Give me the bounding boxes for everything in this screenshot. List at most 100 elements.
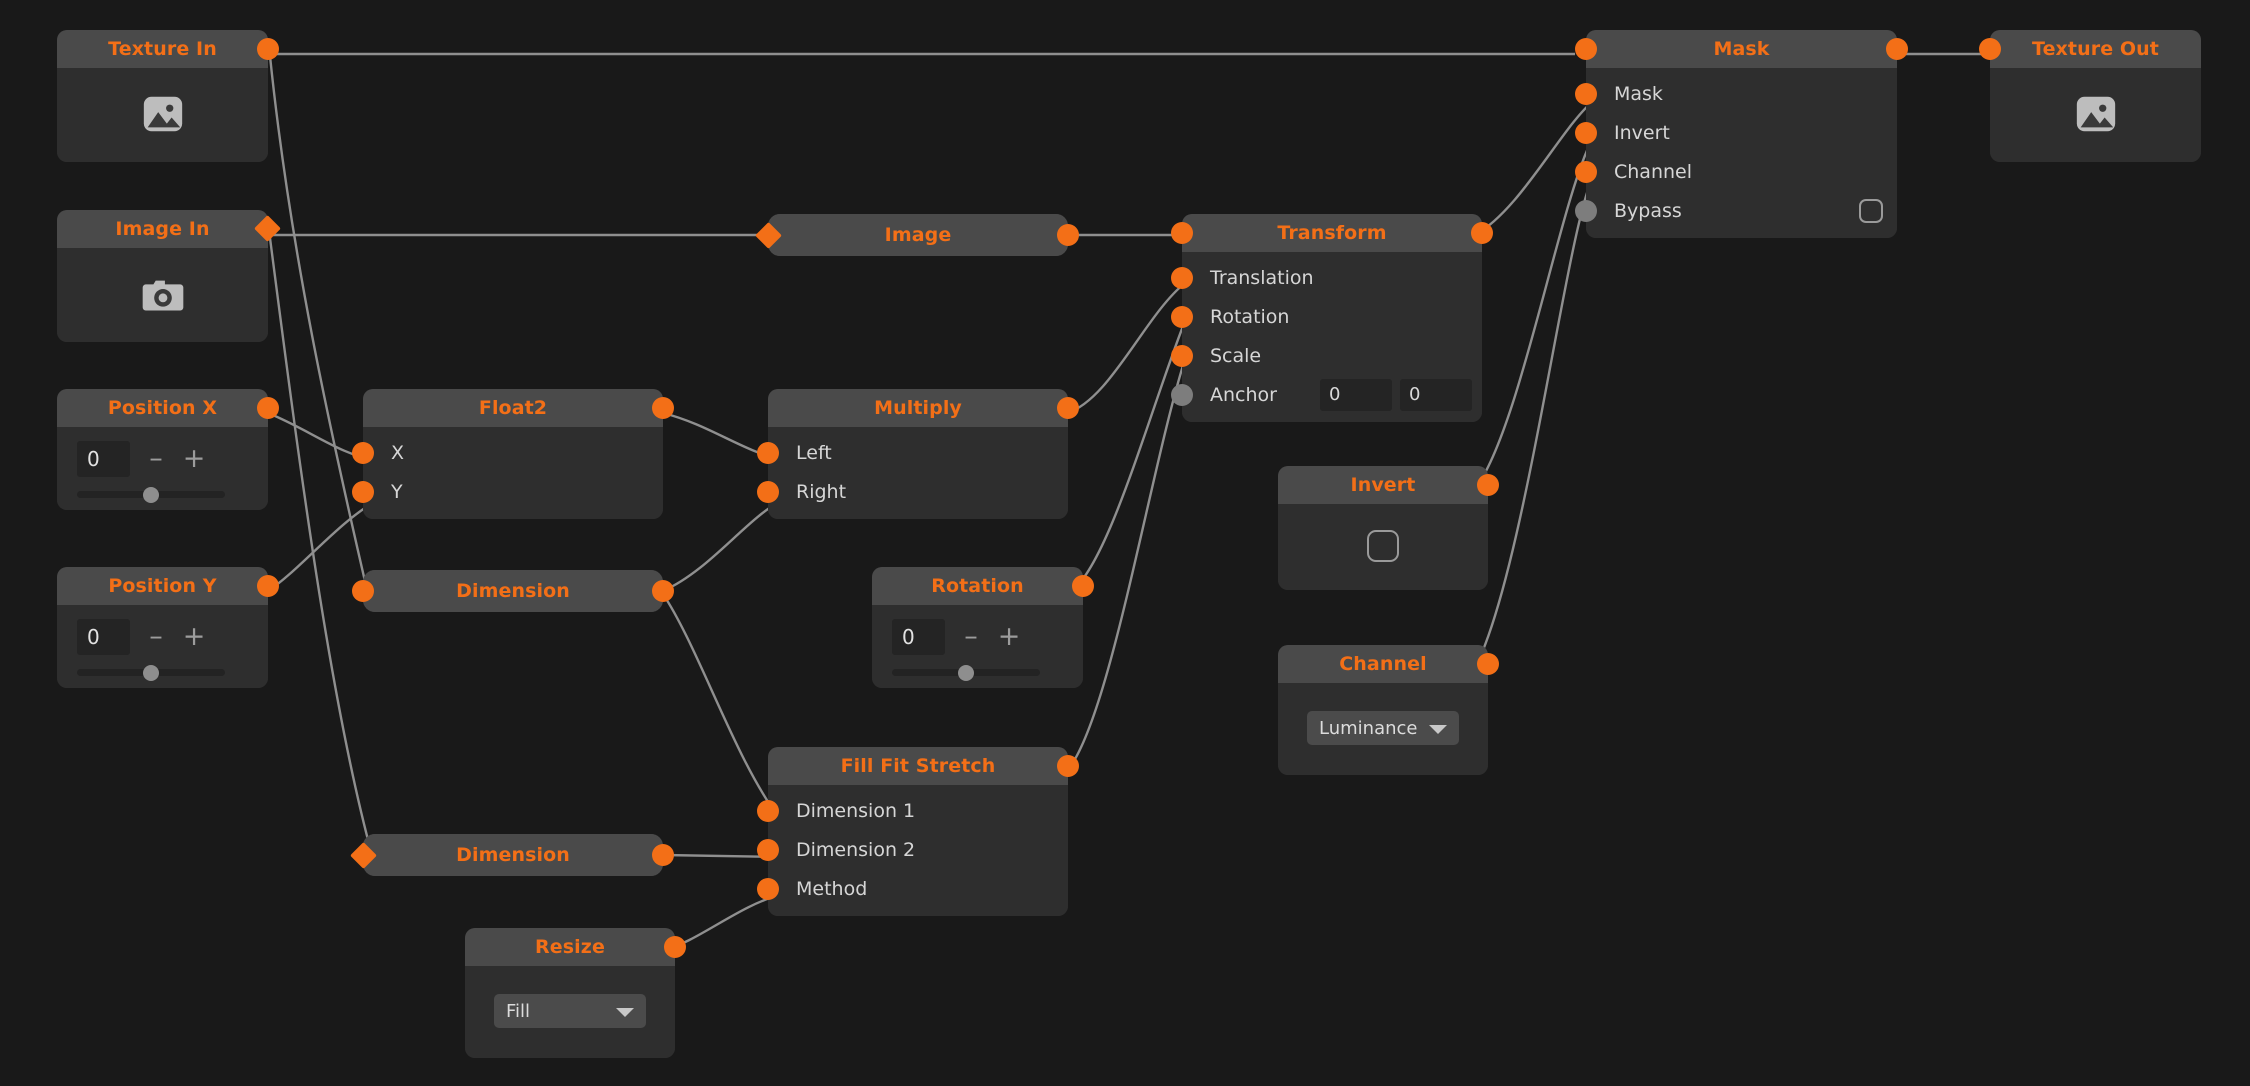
transform-input-row-translation[interactable]: Translation [1171,258,1482,297]
output-port-float2[interactable] [652,397,674,419]
input-port-left[interactable] [757,441,779,464]
node-transform[interactable]: Transform Translation Rotation Scale Anc… [1171,214,1493,422]
node-image[interactable]: Image [755,214,1079,256]
position-y-input[interactable]: 0 [77,619,130,655]
multiply-input-row-left[interactable]: Left [757,433,1068,472]
output-port-resize[interactable] [664,936,686,958]
output-port-image-node[interactable] [1057,224,1079,246]
node-mask-header[interactable]: Mask [1575,30,1908,68]
node-dimension-b[interactable]: Dimension [350,834,674,876]
node-position-x[interactable]: Position X 0 – + [57,389,279,510]
input-port-mask-invert[interactable] [1575,121,1597,144]
anchor-y-input[interactable]: 0 [1400,378,1472,411]
node-dimension-b-header[interactable]: Dimension [350,834,674,876]
position-x-slider-handle[interactable] [143,486,159,503]
node-multiply[interactable]: Multiply Left Right [757,389,1079,519]
input-port-anchor[interactable] [1171,383,1193,406]
rotation-input[interactable]: 0 [892,619,945,655]
node-rotation-header[interactable]: Rotation [872,567,1094,605]
invert-checkbox[interactable] [1367,530,1399,562]
input-port-mask-image[interactable] [1575,38,1597,60]
output-port-invert[interactable] [1477,474,1499,496]
node-resize-header[interactable]: Resize [465,928,686,966]
node-image-in[interactable]: Image In [57,210,281,342]
multiply-input-row-right[interactable]: Right [757,472,1068,511]
node-transform-header[interactable]: Transform [1171,214,1493,252]
position-y-slider-handle[interactable] [143,664,159,681]
rotation-decrement-button[interactable]: – [964,621,978,652]
input-port-transform-image[interactable] [1171,222,1193,244]
transform-input-row-anchor[interactable]: Anchor 0 0 [1171,375,1482,414]
input-port-y[interactable] [352,480,374,503]
input-port-mask-channel[interactable] [1575,160,1597,183]
node-texture-in-header[interactable]: Texture In [57,30,279,68]
output-port-dimension-b[interactable] [652,844,674,866]
position-y-decrement-button[interactable]: – [149,621,163,652]
mask-input-row-bypass[interactable]: Bypass [1575,191,1897,230]
output-port-position-y[interactable] [257,575,279,597]
node-invert[interactable]: Invert [1278,466,1499,590]
node-position-y[interactable]: Position Y 0 – + [57,567,279,688]
resize-method-dropdown[interactable]: Fill [494,994,646,1028]
input-port-dimension-1[interactable] [757,799,779,822]
node-texture-out[interactable]: Texture Out [1979,30,2201,162]
mask-input-row-mask[interactable]: Mask [1575,74,1897,113]
input-port-dimension-a[interactable] [352,580,374,602]
ffs-input-row-dimension-2[interactable]: Dimension 2 [757,830,1068,869]
output-port-image[interactable] [254,215,281,242]
position-x-increment-button[interactable]: + [182,443,206,474]
float2-input-row-y[interactable]: Y [352,472,663,511]
ffs-input-row-method[interactable]: Method [757,869,1068,908]
node-position-x-header[interactable]: Position X [57,389,279,427]
output-port-rotation[interactable] [1072,575,1094,597]
input-port-dimension-b[interactable] [350,842,377,869]
position-x-input[interactable]: 0 [77,441,130,477]
input-port-scale[interactable] [1171,344,1193,367]
output-port-multiply[interactable] [1057,397,1079,419]
node-dimension-a[interactable]: Dimension [352,570,674,612]
mask-input-row-invert[interactable]: Invert [1575,113,1897,152]
output-port-dimension-a[interactable] [652,580,674,602]
node-image-header[interactable]: Image [755,214,1079,256]
node-dimension-a-header[interactable]: Dimension [352,570,674,612]
input-port-texture-out[interactable] [1979,38,2001,60]
input-port-right[interactable] [757,480,779,503]
rotation-slider[interactable] [892,664,1040,681]
position-x-slider[interactable] [77,486,225,503]
input-port-mask[interactable] [1575,82,1597,105]
input-port-image[interactable] [755,222,782,249]
input-port-method[interactable] [757,877,779,900]
transform-input-row-scale[interactable]: Scale [1171,336,1482,375]
channel-select-dropdown[interactable]: Luminance [1307,711,1459,745]
node-resize[interactable]: Resize Fill [465,928,686,1058]
transform-input-row-rotation[interactable]: Rotation [1171,297,1482,336]
node-channel[interactable]: Channel Luminance [1278,645,1499,775]
node-position-y-header[interactable]: Position Y [57,567,279,605]
node-image-in-header[interactable]: Image In [57,210,281,248]
output-port-channel[interactable] [1477,653,1499,675]
anchor-x-input[interactable]: 0 [1320,378,1392,411]
output-port-position-x[interactable] [257,397,279,419]
input-port-bypass[interactable] [1575,199,1597,222]
bypass-checkbox[interactable] [1859,198,1883,223]
node-mask[interactable]: Mask Mask Invert Channel Bypass [1575,30,1908,238]
node-float2-header[interactable]: Float2 [363,389,674,427]
rotation-slider-handle[interactable] [958,664,974,681]
node-texture-in[interactable]: Texture In [57,30,279,162]
mask-input-row-channel[interactable]: Channel [1575,152,1897,191]
position-y-slider[interactable] [77,664,225,681]
output-port-texture[interactable] [257,38,279,60]
position-x-decrement-button[interactable]: – [149,443,163,474]
rotation-increment-button[interactable]: + [997,621,1021,652]
input-port-dimension-2[interactable] [757,838,779,861]
output-port-fill-fit-stretch[interactable] [1057,755,1079,777]
node-float2[interactable]: Float2 X Y [352,389,674,519]
output-port-mask[interactable] [1886,38,1908,60]
node-multiply-header[interactable]: Multiply [768,389,1079,427]
input-port-rotation[interactable] [1171,305,1193,328]
position-y-increment-button[interactable]: + [182,621,206,652]
node-invert-header[interactable]: Invert [1278,466,1499,504]
float2-input-row-x[interactable]: X [352,433,663,472]
node-fill-fit-stretch-header[interactable]: Fill Fit Stretch [768,747,1079,785]
